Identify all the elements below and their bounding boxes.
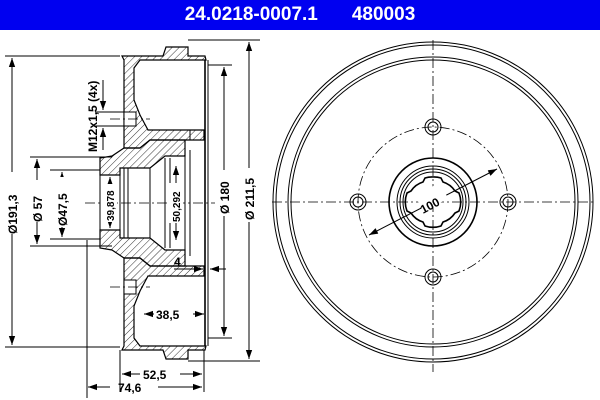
reference-number: 480003	[351, 4, 416, 25]
dim-thread: M12x1,5 (4x)	[86, 81, 100, 152]
title-bar: 24.0218-0007.1 480003	[0, 0, 600, 30]
hub-section	[99, 139, 186, 176]
dim-outer-flange: Ø191,3	[6, 194, 20, 234]
front-view: 100	[272, 40, 596, 372]
dim-hub: Ø 57	[31, 196, 45, 222]
dim-total-height: 74,6	[118, 381, 142, 395]
section-view	[85, 46, 215, 360]
dim-braking-depth: 38,5	[156, 308, 180, 322]
dim-outer-bearing: 50,292	[172, 191, 183, 222]
part-number: 24.0218-0007.1	[184, 4, 318, 25]
dim-hub-height: 52,5	[143, 368, 167, 382]
dim-bore: Ø47,5	[56, 193, 70, 226]
dim-braking: Ø 180	[218, 181, 232, 214]
drum-wall-top	[121, 46, 207, 149]
dim-outer: Ø 211,5	[243, 178, 257, 220]
dim-inner-bearing: 39,878	[106, 190, 117, 221]
drum-wall-bottom	[121, 257, 207, 360]
section-dimensions: Ø191,3 Ø 57 Ø47,5 M12x1,5 (4x) 39,878 50…	[4, 39, 260, 398]
dim-rim: 4	[174, 255, 181, 269]
